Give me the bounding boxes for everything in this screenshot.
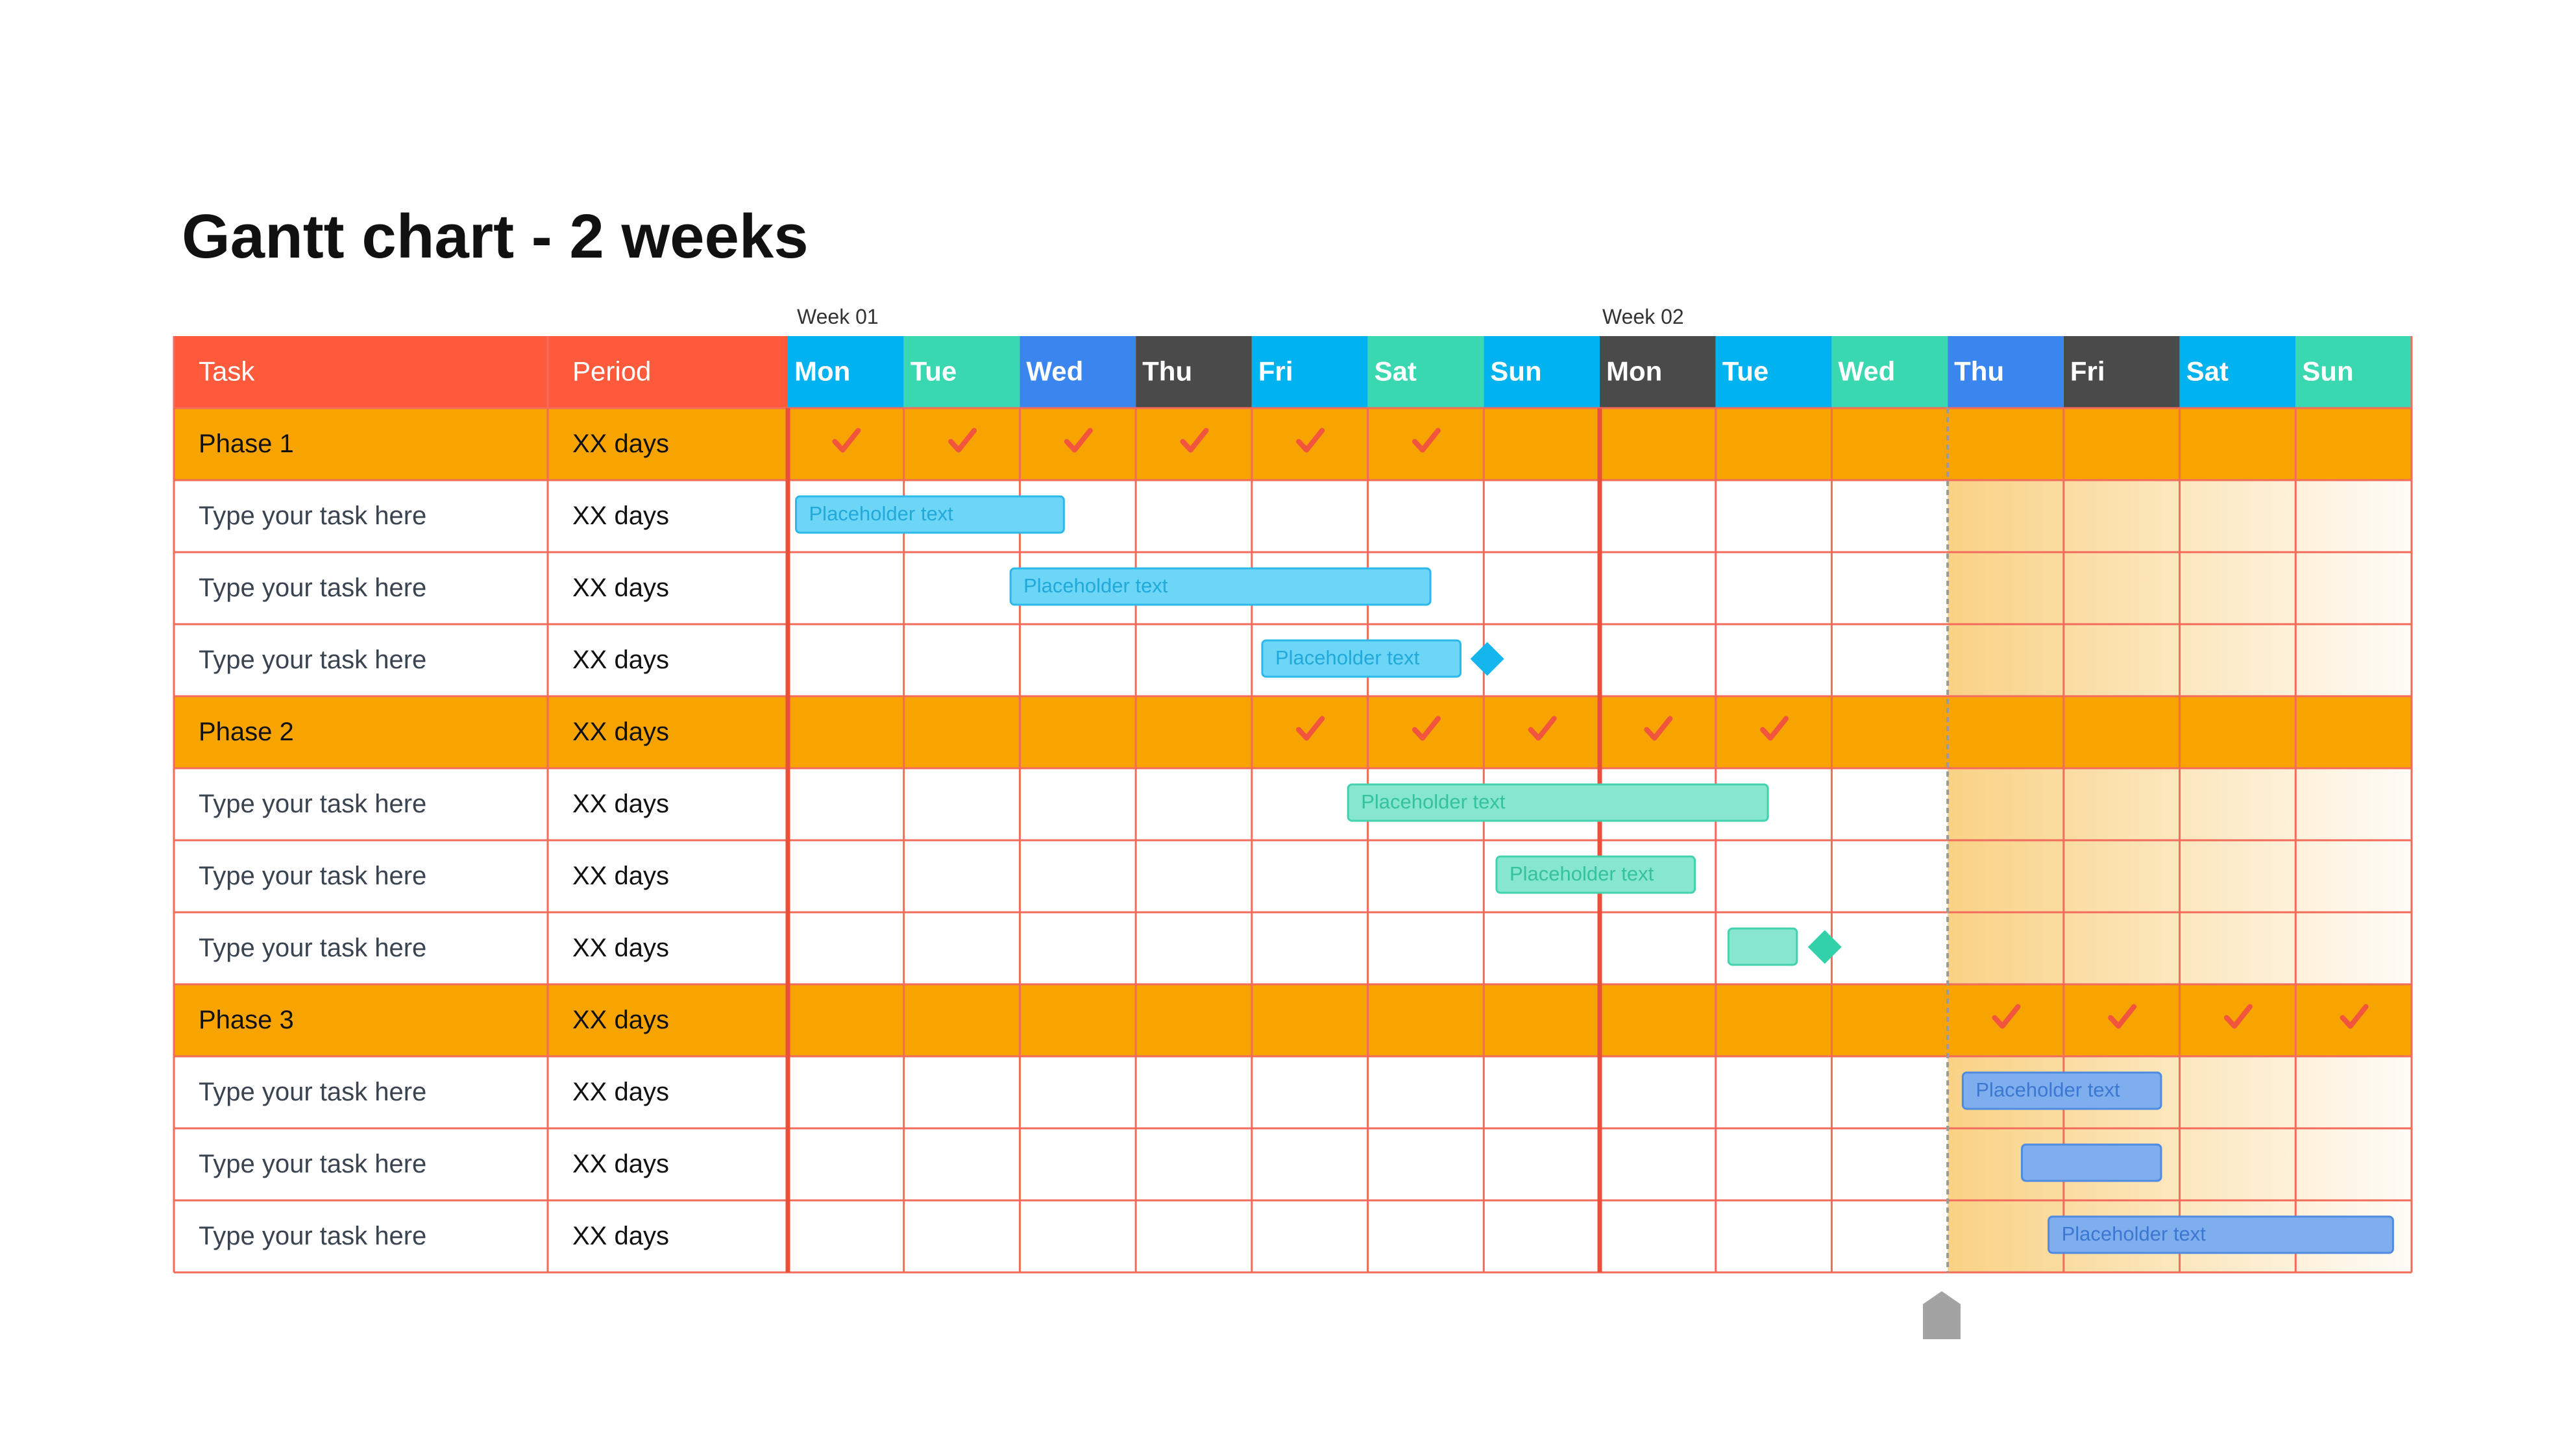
task-name: Type your task here xyxy=(199,502,426,530)
check-icon xyxy=(1180,428,1209,453)
day-header-12 xyxy=(2063,336,2180,408)
week-01-label: Week 01 xyxy=(797,305,879,328)
gantt-grid: Task Period Mon Tue Wed Thu Fri Sat Sun Mon Tue Wed… xyxy=(173,336,2413,1274)
phase-row-bg xyxy=(174,696,2412,768)
task-period: XX days xyxy=(572,502,669,530)
day-header-label-8: Mon xyxy=(1606,356,1662,387)
day-header-label-13: Sat xyxy=(2186,356,2229,387)
header-task-label: Task xyxy=(199,356,255,387)
task-bar xyxy=(1961,1071,2162,1110)
day-header-5 xyxy=(1251,336,1368,408)
check-icon xyxy=(1412,716,1441,741)
day-header-label-2: Tue xyxy=(911,356,957,387)
check-icon xyxy=(1412,428,1441,453)
task-bar-label: Placeholder text xyxy=(2062,1222,2207,1245)
task-bar xyxy=(2048,1215,2394,1254)
phase-row-bg xyxy=(174,984,2412,1056)
task-name: Type your task here xyxy=(199,1150,426,1178)
week-02-label: Week 02 xyxy=(1602,305,1684,328)
task-period: XX days xyxy=(572,790,669,818)
phase-period: XX days xyxy=(572,718,669,746)
phase-period: XX days xyxy=(572,430,669,458)
day-header-label-4: Thu xyxy=(1142,356,1192,387)
today-marker-icon xyxy=(1923,1291,1961,1339)
phase-name: Phase 1 xyxy=(199,430,294,458)
task-bar-label: Placeholder text xyxy=(1361,790,1506,813)
day-header-label-7: Sun xyxy=(1490,356,1541,387)
task-name: Type your task here xyxy=(199,862,426,890)
milestone-diamond-icon xyxy=(1470,642,1504,676)
task-period: XX days xyxy=(572,574,669,602)
chart-title: Gantt chart - 2 weeks xyxy=(182,202,809,271)
day-header-11 xyxy=(1948,336,2064,408)
task-period: XX days xyxy=(572,934,669,962)
task-bar xyxy=(1727,927,1798,966)
task-bar-label: Placeholder text xyxy=(1023,574,1168,597)
check-icon xyxy=(1992,1004,2021,1029)
day-header-1 xyxy=(788,336,904,408)
day-header-label-14: Sun xyxy=(2302,356,2353,387)
day-header-label-11: Thu xyxy=(1954,356,2004,387)
task-bar xyxy=(1347,783,1769,822)
day-header-8 xyxy=(1600,336,1716,408)
check-icon xyxy=(2223,1004,2253,1029)
header-period-label: Period xyxy=(572,356,651,387)
day-header-7 xyxy=(1484,336,1600,408)
task-period: XX days xyxy=(572,646,669,674)
check-icon xyxy=(1528,716,1557,741)
day-header-label-5: Fri xyxy=(1258,356,1293,387)
task-bar xyxy=(1009,567,1432,606)
day-header-6 xyxy=(1367,336,1484,408)
task-name: Type your task here xyxy=(199,646,426,674)
task-bar xyxy=(795,495,1065,534)
day-header-label-9: Tue xyxy=(1722,356,1769,387)
task-name: Type your task here xyxy=(199,934,426,962)
task-name: Type your task here xyxy=(199,1078,426,1106)
task-name: Type your task here xyxy=(199,790,426,818)
phase-name: Phase 3 xyxy=(199,1006,294,1034)
check-icon xyxy=(1760,716,1789,741)
phase-name: Phase 2 xyxy=(199,718,294,746)
task-bar-label: Placeholder text xyxy=(809,502,954,525)
check-icon xyxy=(2340,1004,2369,1029)
day-header-9 xyxy=(1715,336,1832,408)
task-bar-label: Placeholder text xyxy=(1975,1078,2120,1101)
check-icon xyxy=(1296,428,1325,453)
day-header-label-10: Wed xyxy=(1838,356,1895,387)
phase-period: XX days xyxy=(572,1006,669,1034)
check-icon xyxy=(2108,1004,2137,1029)
day-header-2 xyxy=(903,336,1020,408)
day-header-3 xyxy=(1020,336,1136,408)
milestone-diamond-icon xyxy=(1807,930,1842,964)
day-header-4 xyxy=(1136,336,1252,408)
task-bar xyxy=(1261,639,1462,678)
task-period: XX days xyxy=(572,1222,669,1250)
check-icon xyxy=(948,428,977,453)
check-icon xyxy=(832,428,861,453)
day-header-label-6: Sat xyxy=(1375,356,1417,387)
day-header-14 xyxy=(2295,336,2412,408)
task-name: Type your task here xyxy=(199,574,426,602)
task-period: XX days xyxy=(572,1078,669,1106)
check-icon xyxy=(1064,428,1093,453)
task-bar-label: Placeholder text xyxy=(1275,646,1420,669)
task-bar xyxy=(1495,855,1696,894)
day-header-label-12: Fri xyxy=(2070,356,2105,387)
task-period: XX days xyxy=(572,862,669,890)
phase-row-bg xyxy=(174,408,2412,480)
day-header-label-3: Wed xyxy=(1026,356,1083,387)
check-icon xyxy=(1296,716,1325,741)
task-period: XX days xyxy=(572,1150,669,1178)
check-icon xyxy=(1644,716,1673,741)
day-header-label-1: Mon xyxy=(794,356,850,387)
task-bar xyxy=(2021,1143,2162,1182)
header-task-period-bg xyxy=(174,336,788,408)
task-name: Type your task here xyxy=(199,1222,426,1250)
day-header-10 xyxy=(1831,336,1948,408)
task-bar-label: Placeholder text xyxy=(1510,862,1654,885)
day-header-13 xyxy=(2179,336,2296,408)
